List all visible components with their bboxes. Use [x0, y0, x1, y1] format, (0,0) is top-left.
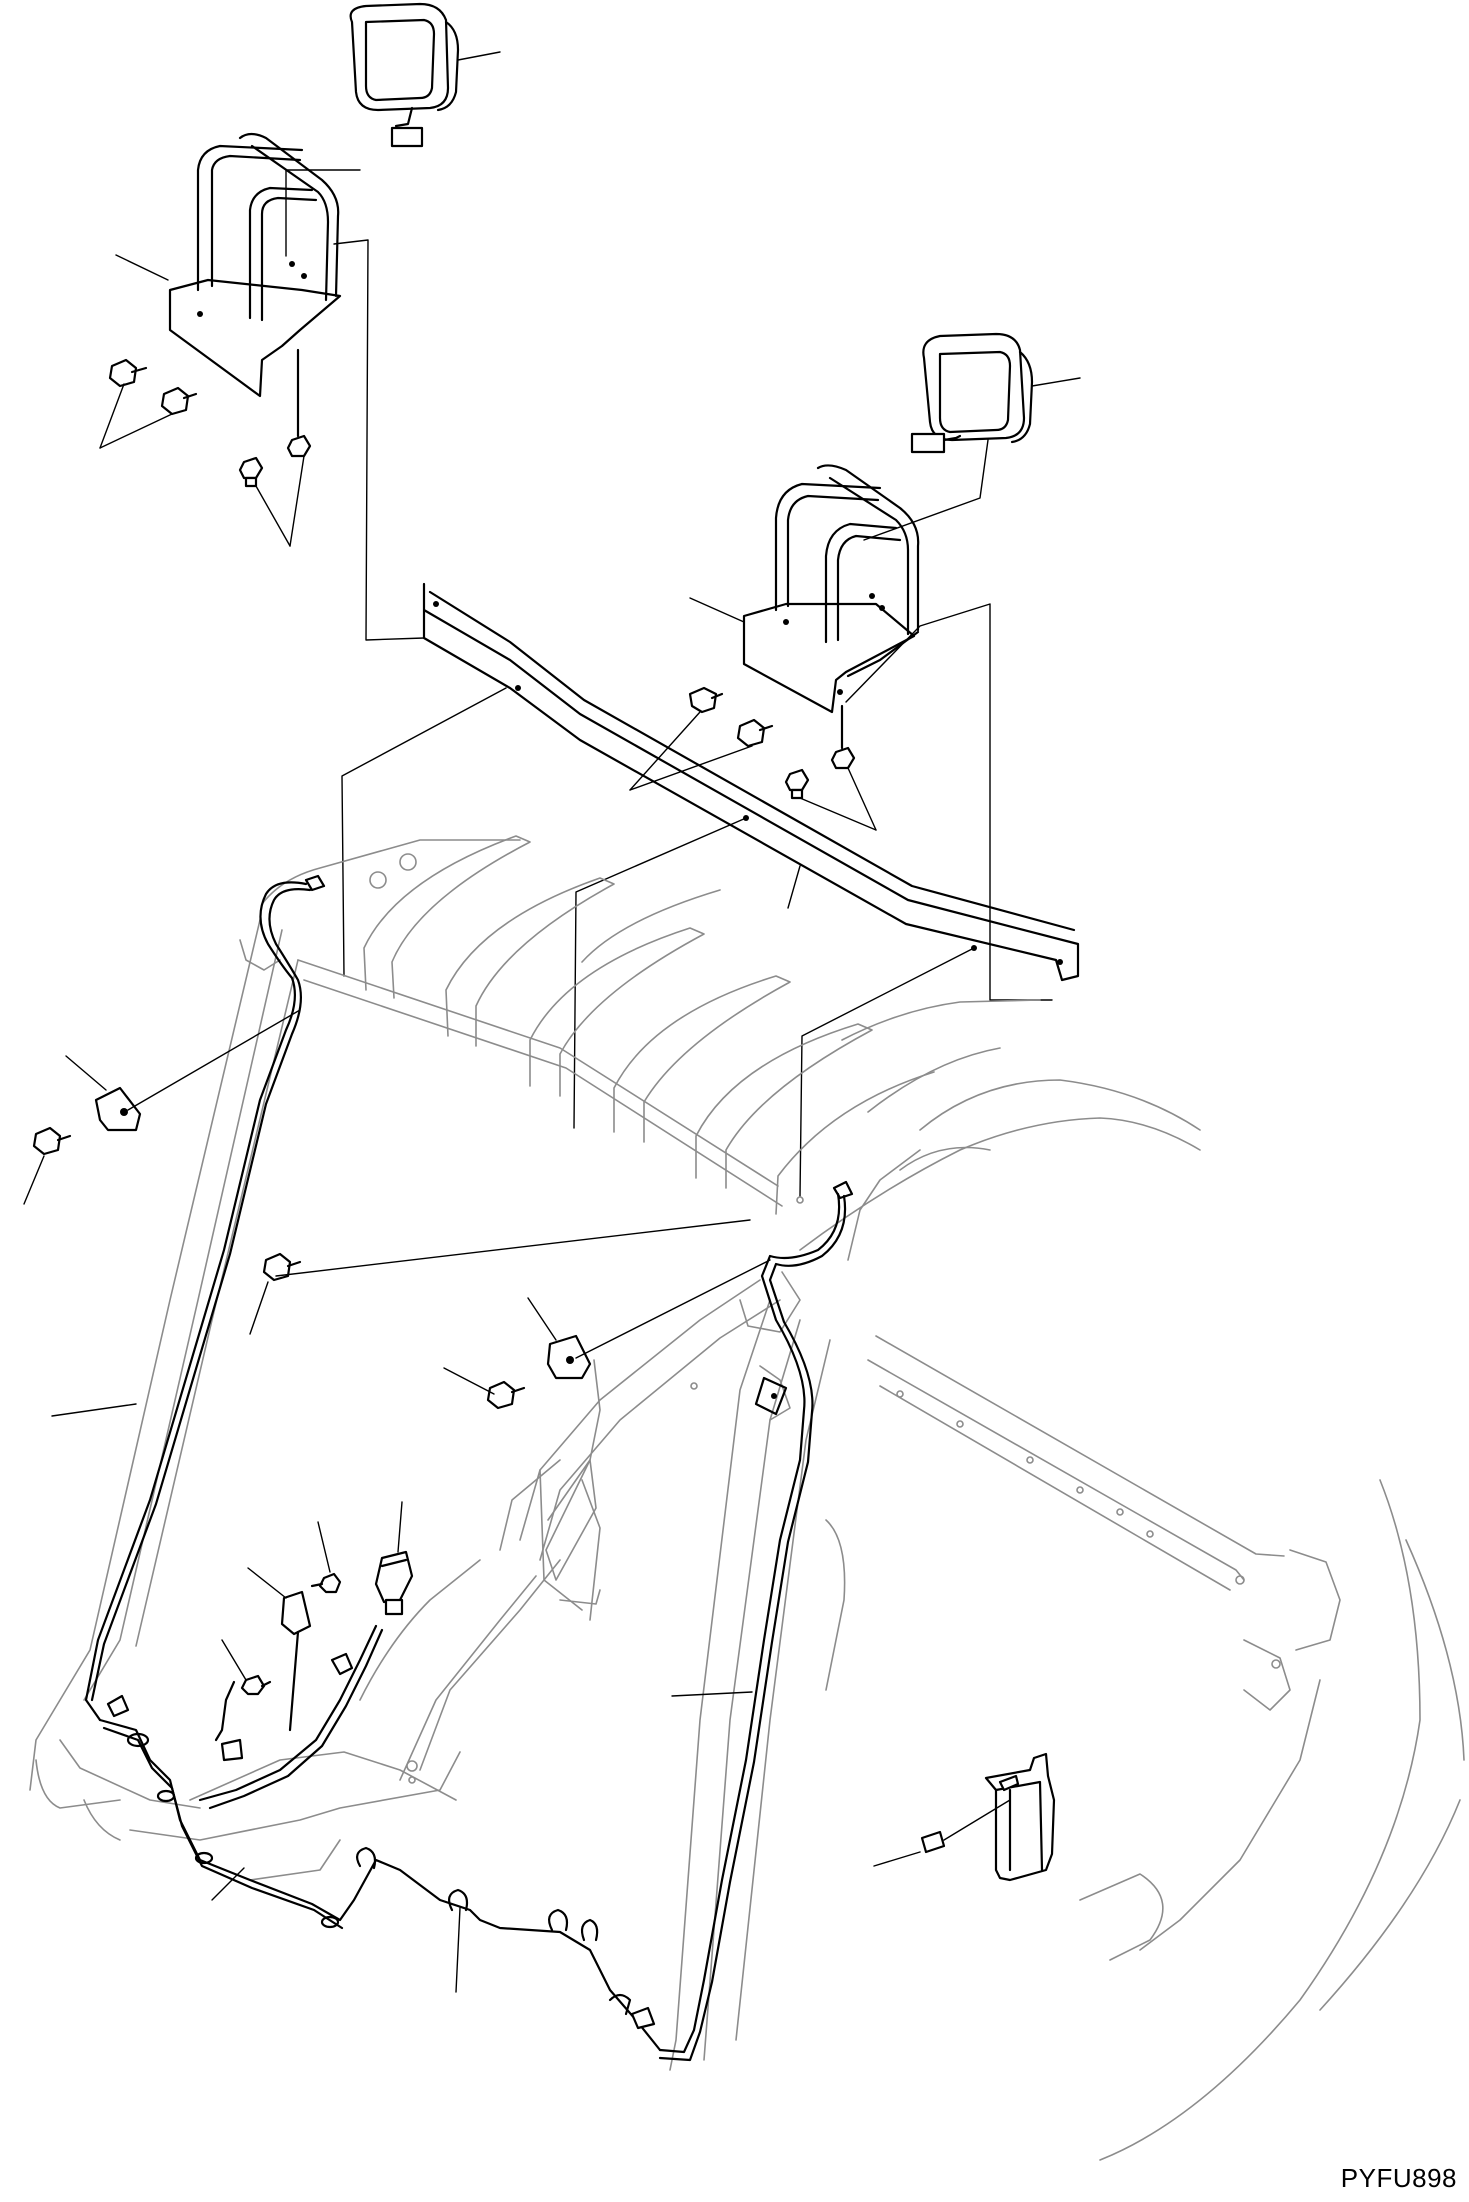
harness-bracket-icon [754, 1376, 788, 1416]
lamp-bracket-left-icon [115, 132, 361, 398]
bolt-icon [23, 1126, 72, 1205]
harness-clamp-left-icon [65, 1009, 301, 1132]
work-lamp-right-icon [863, 332, 1081, 541]
connector-icon [247, 1567, 312, 1732]
bolt-icon [443, 1367, 526, 1410]
clip-icon [286, 348, 312, 458]
bolt-icon [688, 686, 724, 714]
bolt-icon [736, 718, 774, 748]
connector-cover-icon [984, 1752, 1056, 1882]
bolt-icon [108, 358, 148, 388]
bolt-icon [160, 386, 198, 416]
work-lamp-left-icon [349, 2, 501, 148]
clip-icon [238, 456, 264, 488]
cab-frame-icon [29, 919, 1465, 2161]
wiring-harness-icon [84, 874, 854, 2062]
screw-icon [310, 1521, 342, 1594]
harness-clamp-right-icon [527, 1259, 771, 1380]
screw-icon [221, 1639, 272, 1696]
connector-plug-icon [873, 1799, 1011, 1867]
clip-icon [784, 768, 810, 800]
bolt-icon [249, 1219, 751, 1335]
drawing-code: PYFU898 [1340, 2163, 1457, 2193]
clip-icon [830, 704, 856, 770]
cross-bar-icon [422, 582, 1080, 982]
cab-roof-icon [239, 835, 1201, 1251]
switch-icon [374, 1501, 414, 1616]
